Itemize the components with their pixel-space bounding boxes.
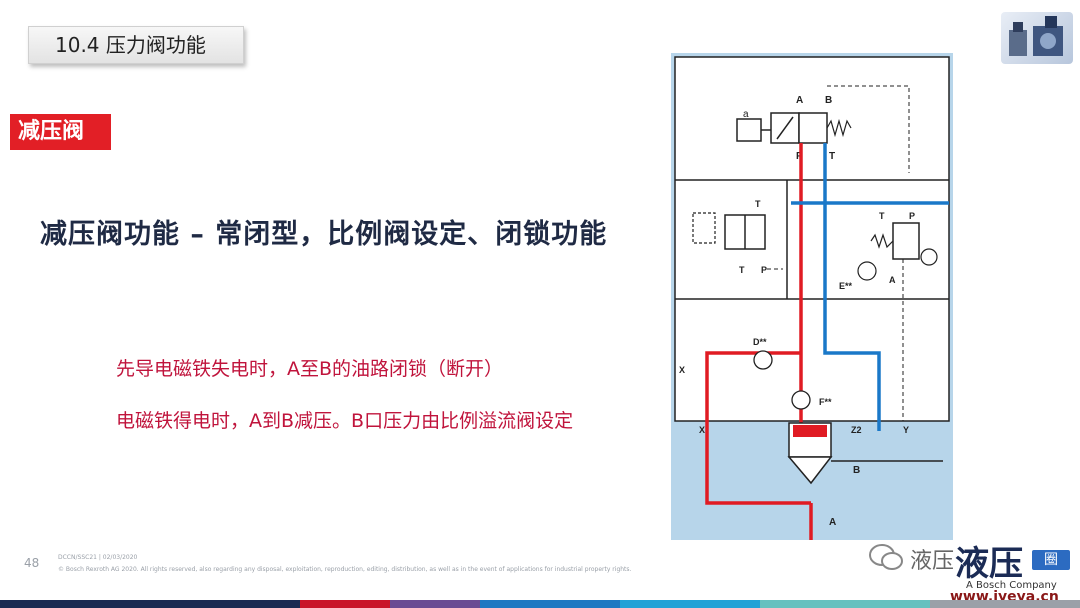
product-logo-image — [1001, 12, 1073, 64]
svg-text:X: X — [699, 425, 705, 435]
svg-text:B: B — [825, 95, 832, 106]
svg-text:Z2: Z2 — [851, 425, 862, 435]
pressure-line — [705, 143, 813, 540]
hydraulic-circuit-diagram: a A B P T T P T T P A E** — [671, 53, 953, 540]
note-energized: 电磁铁得电时，A到B减压。B口压力由比例溢流阀设定 — [116, 410, 574, 432]
topic-label: 减压阀 — [10, 114, 111, 150]
svg-text:A: A — [889, 275, 896, 285]
note-de-energized: 先导电磁铁失电时，A至B的油路闭锁（断开） — [116, 358, 504, 380]
svg-text:T: T — [879, 211, 885, 221]
main-spool — [787, 422, 943, 485]
gauge-f — [791, 390, 811, 410]
svg-text:Y: Y — [903, 425, 909, 435]
svg-text:B: B — [853, 465, 860, 476]
watermark-big-text: 液压 — [955, 544, 1023, 584]
svg-text:T: T — [829, 151, 835, 162]
page-number: 48 — [24, 556, 40, 570]
gauge-d — [753, 350, 773, 370]
svg-text:F**: F** — [819, 397, 832, 407]
svg-text:P: P — [909, 211, 915, 221]
pilot-solenoid-valve: a A B P T — [736, 95, 852, 162]
section-title: 10.4 压力阀功能 — [55, 33, 206, 57]
svg-text:E**: E** — [839, 281, 853, 291]
svg-text:P: P — [761, 265, 767, 275]
footer-document-code: DCCN/SSC21 | 02/03/2020 — [58, 554, 138, 561]
svg-text:X: X — [679, 365, 685, 375]
wechat-icon — [868, 542, 904, 574]
proportional-relief-valve: T P A E** — [839, 211, 938, 291]
watermark-badge: 圈 — [1030, 548, 1072, 572]
svg-text:a: a — [743, 109, 749, 120]
reducing-valve-symbol: T P T — [692, 199, 767, 275]
return-line — [791, 143, 949, 431]
svg-text:T: T — [739, 265, 745, 275]
brand-subtitle: A Bosch Company — [966, 580, 1057, 591]
watermark-channel: 液压 — [910, 549, 955, 574]
bottom-color-bar — [0, 600, 1080, 608]
svg-text:A: A — [829, 517, 836, 528]
slide-subtitle: 减压阀功能 – 常闭型，比例阀设定、闭锁功能 — [40, 219, 608, 250]
svg-text:A: A — [796, 95, 803, 106]
svg-text:T: T — [755, 199, 761, 209]
footer-copyright: © Bosch Rexroth AG 2020. All rights rese… — [58, 566, 632, 573]
svg-text:D**: D** — [753, 337, 767, 347]
section-title-tab: 10.4 压力阀功能 — [28, 26, 244, 64]
